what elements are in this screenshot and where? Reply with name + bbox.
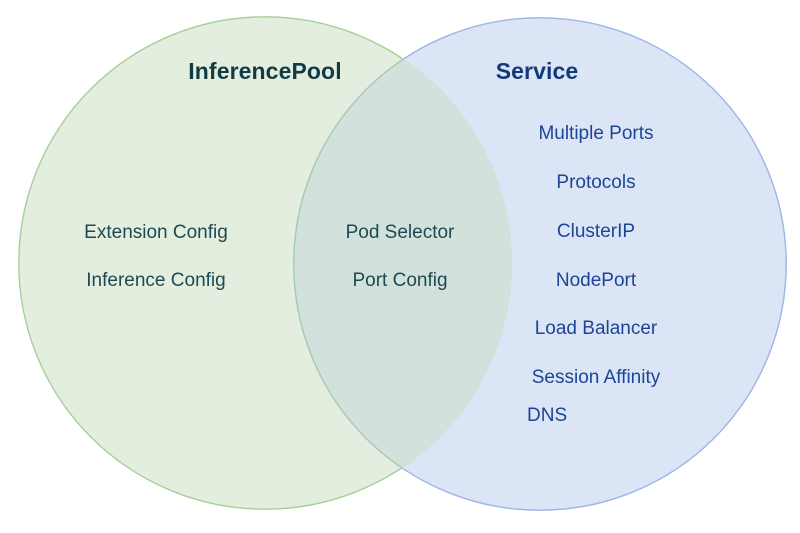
right-circle-item: NodePort xyxy=(555,270,637,291)
intersection-item: Port Config xyxy=(352,270,448,291)
left-circle-item: Extension Config xyxy=(84,222,228,243)
right-circle-item: DNS xyxy=(527,405,568,426)
right-circle-item: ClusterIP xyxy=(556,221,636,242)
right-circle-item: Multiple Ports xyxy=(538,123,654,144)
right-circle-item: Session Affinity xyxy=(531,367,661,388)
left-circle-title: InferencePool xyxy=(188,58,342,84)
right-circle-title: Service xyxy=(495,58,579,84)
intersection-shape xyxy=(293,17,512,510)
intersection-item: Pod Selector xyxy=(345,222,455,243)
right-circle-item: Load Balancer xyxy=(534,318,658,339)
left-circle-item: Inference Config xyxy=(86,270,226,291)
right-circle-item: Protocols xyxy=(556,172,636,193)
